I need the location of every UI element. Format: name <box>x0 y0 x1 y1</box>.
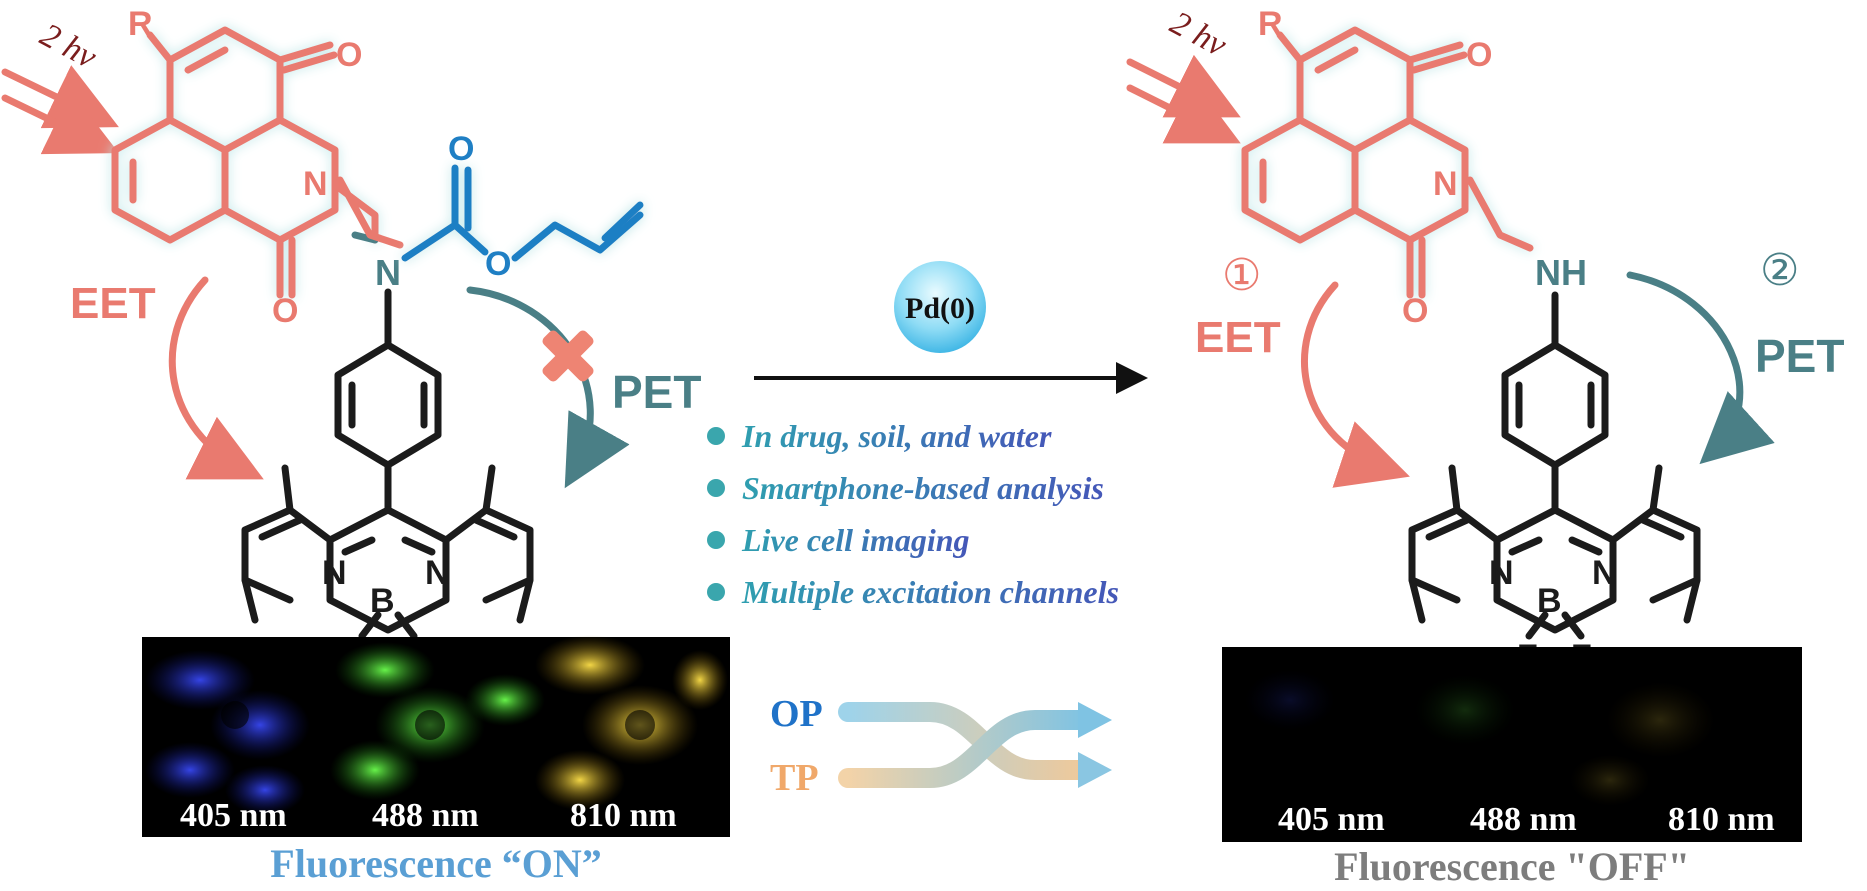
left-pet-arrow <box>466 286 630 489</box>
right-nh-label: NH <box>1535 252 1587 293</box>
left-ester-o: O <box>485 245 511 283</box>
left-photon-label: 2 hν <box>34 16 103 76</box>
reaction-arrow: Pd(0) <box>754 261 1148 394</box>
feature-list: In drug, soil, and water Smartphone-base… <box>707 418 1119 610</box>
left-carbamate-n: N <box>375 252 401 293</box>
left-bodipy-n-left: N <box>322 554 347 592</box>
right-product-structure: 2 hν R O N O NH <box>1126 4 1844 676</box>
op-label: OP <box>770 693 823 735</box>
right-n-imide: N <box>1433 165 1458 203</box>
left-r-label: R <box>128 5 153 43</box>
right-o-top: O <box>1466 36 1492 74</box>
pd-catalyst-bubble <box>894 261 986 353</box>
left-eet-label: EET <box>70 279 156 328</box>
fluorescence-off-panel: 405 nm 488 nm 810 nm <box>1222 647 1802 842</box>
right-o-bottom: O <box>1402 292 1428 330</box>
feature-item: In drug, soil, and water <box>707 418 1052 454</box>
left-bodipy <box>241 464 534 634</box>
bullet-icon <box>707 427 725 445</box>
right-bodipy <box>1408 464 1701 634</box>
off-caption: Fluorescence "OFF" <box>1334 844 1690 886</box>
bullet-icon <box>707 531 725 549</box>
catalyst-label: Pd(0) <box>905 292 975 325</box>
feature-text: Live cell imaging <box>741 522 970 558</box>
off-label-405: 405 nm <box>1278 801 1385 838</box>
right-photon-arrows: 2 hν <box>1126 4 1241 144</box>
left-o-top: O <box>336 36 362 74</box>
bullet-icon <box>707 583 725 601</box>
right-step2-label: ② <box>1760 246 1799 295</box>
left-probe-structure: 2 hν R O N O N <box>1 5 701 676</box>
left-carbonyl-o: O <box>448 130 474 168</box>
left-photon-arrows: 2 hν <box>1 16 119 155</box>
right-bodipy-n-left: N <box>1489 554 1514 592</box>
feature-text: Multiple excitation channels <box>741 574 1119 610</box>
right-photon-label: 2 hν <box>1164 4 1233 64</box>
right-bodipy-b: B <box>1537 582 1562 620</box>
feature-text: In drug, soil, and water <box>741 418 1052 454</box>
left-bodipy-n-right: N <box>425 554 450 592</box>
feature-item: Smartphone-based analysis <box>707 470 1104 506</box>
on-label-488: 488 nm <box>372 797 479 834</box>
channel-810-image <box>535 635 728 810</box>
right-pet-arrow <box>1626 271 1775 465</box>
left-o-bottom: O <box>272 292 298 330</box>
channel-488-image <box>330 642 545 800</box>
on-label-810: 810 nm <box>570 797 677 834</box>
right-step1-label: ① <box>1222 251 1261 300</box>
pet-blocked-cross-icon <box>542 330 594 382</box>
on-caption: Fluorescence “ON” <box>270 841 601 886</box>
off-label-488: 488 nm <box>1470 801 1577 838</box>
left-phenyl <box>334 288 442 514</box>
left-bodipy-b: B <box>370 582 395 620</box>
feature-item: Multiple excitation channels <box>707 574 1119 610</box>
off-label-810: 810 nm <box>1668 801 1775 838</box>
right-pet-label: PET <box>1755 330 1844 382</box>
tp-arrow <box>838 710 1095 788</box>
tp-label: TP <box>770 757 819 799</box>
channel-405-image <box>145 650 310 815</box>
right-r-label: R <box>1258 5 1283 43</box>
feature-item: Live cell imaging <box>707 522 970 558</box>
right-naphthalimide <box>1241 26 1534 299</box>
feature-text: Smartphone-based analysis <box>742 470 1104 506</box>
left-alloc-group <box>401 164 644 262</box>
bullet-icon <box>707 479 725 497</box>
fluorescence-on-panel: 405 nm 488 nm 810 nm <box>142 635 730 837</box>
excitation-channel-arrows: OP TP <box>770 693 1112 799</box>
left-eet-arrow <box>168 276 264 480</box>
right-bodipy-n-right: N <box>1592 554 1617 592</box>
on-label-405: 405 nm <box>180 797 287 834</box>
right-eet-label: EET <box>1195 313 1281 362</box>
left-n-imide: N <box>303 165 328 203</box>
right-phenyl <box>1501 291 1609 514</box>
left-pet-label: PET <box>612 366 701 418</box>
right-eet-arrow <box>1301 281 1410 488</box>
